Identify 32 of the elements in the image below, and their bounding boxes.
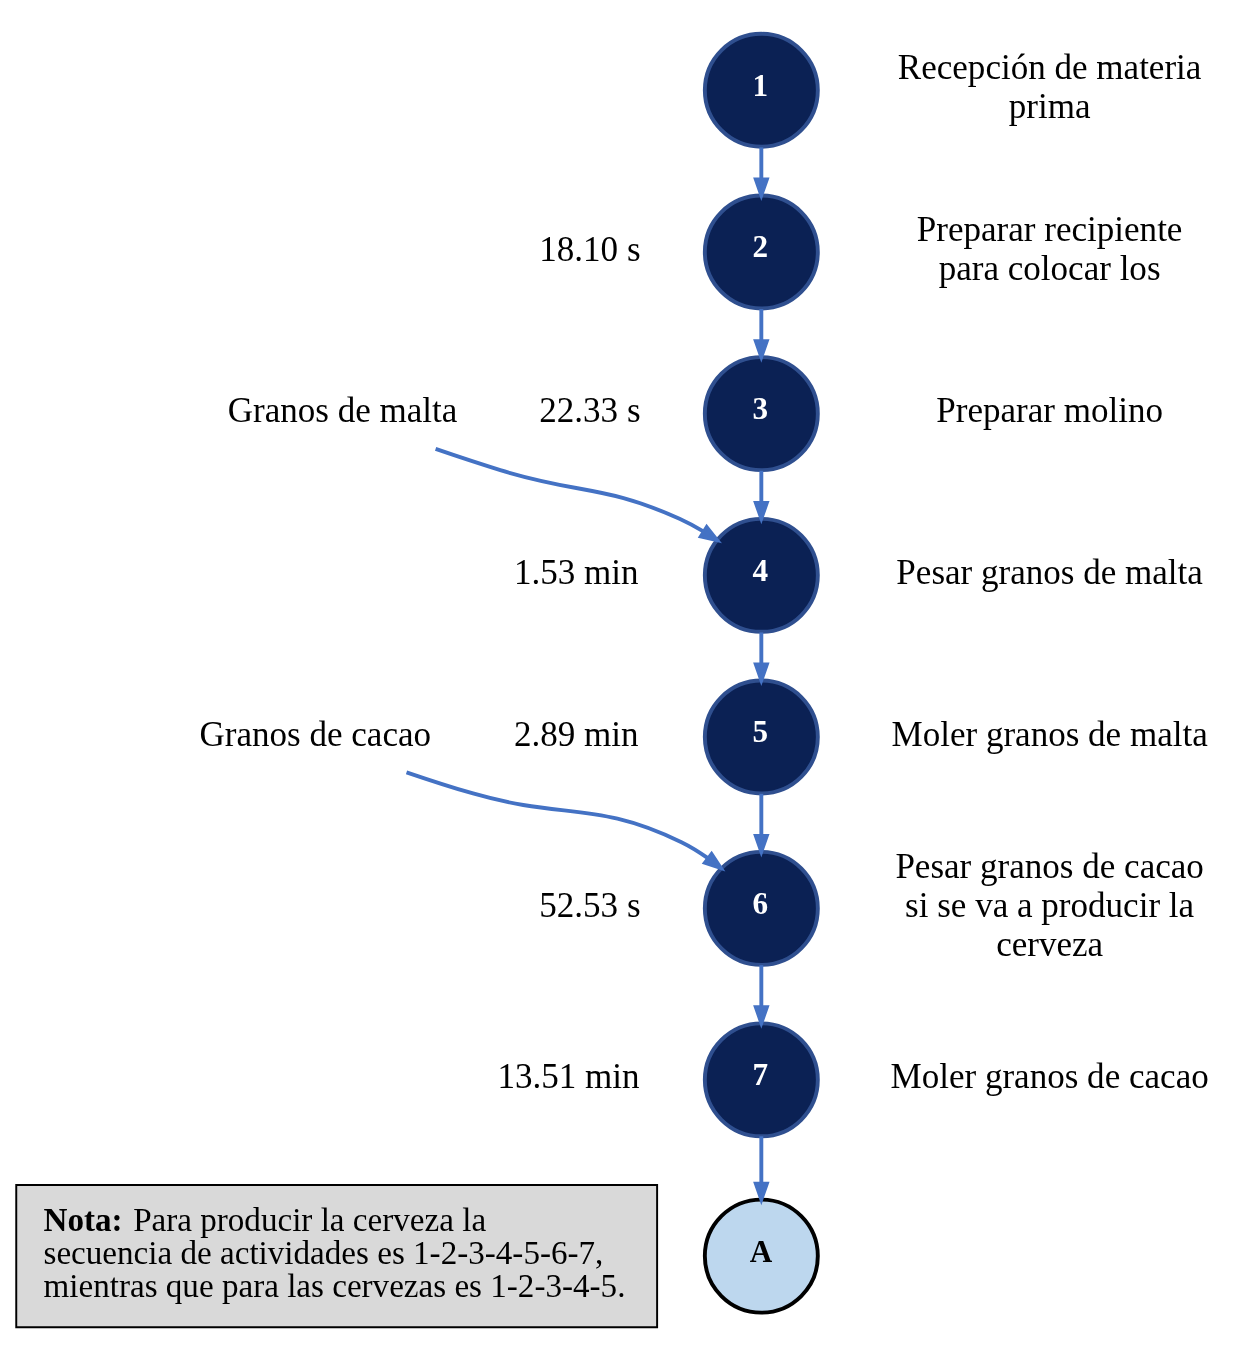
node-circle: 5 [702, 678, 820, 795]
node-circle: 3 [702, 354, 820, 472]
node-box: Nota: Para producir la cerveza la secuencia de actividades es 1-2-3-4-5-6-7, mientras que para las cervezas es 1-2-3-4-5. [15, 1183, 659, 1328]
node-label: 1.53 min [513, 552, 639, 592]
node-circle: 1 [702, 31, 820, 149]
arrow [435, 446, 722, 543]
arrow [753, 793, 770, 857]
node-label: 52.53 s [539, 885, 641, 925]
node-label: 22.33 s [539, 390, 641, 430]
node-label: 13.51 min [497, 1056, 640, 1096]
node-circle: A [702, 1197, 820, 1315]
node-circle: 2 [702, 193, 820, 310]
node-label: 18.10 s [539, 229, 641, 269]
arrow [405, 769, 726, 872]
arrow [753, 146, 770, 201]
arrow [753, 1135, 770, 1205]
node-text: Granos de malta [227, 390, 458, 430]
node-circle: 7 [702, 1020, 820, 1138]
node-label: Pesar granos de cacao si se va a producir la cerveza [895, 846, 1204, 964]
arrow [753, 964, 770, 1029]
node-text: Granos de cacao [199, 714, 432, 754]
node-label: Pesar granos de malta [896, 552, 1203, 592]
node-label: 2.89 min [513, 714, 639, 754]
node-label: Moler granos de cacao [890, 1056, 1209, 1096]
node-circle: 4 [702, 516, 820, 634]
arrow [753, 631, 770, 686]
arrow [753, 470, 770, 524]
node-label: Preparar molino [936, 390, 1163, 430]
arrow [753, 308, 770, 363]
node-label: Recepción de materia prima [897, 47, 1202, 126]
node-label: Moler granos de malta [891, 714, 1208, 754]
node-label: Preparar recipiente para colocar los [916, 209, 1183, 288]
